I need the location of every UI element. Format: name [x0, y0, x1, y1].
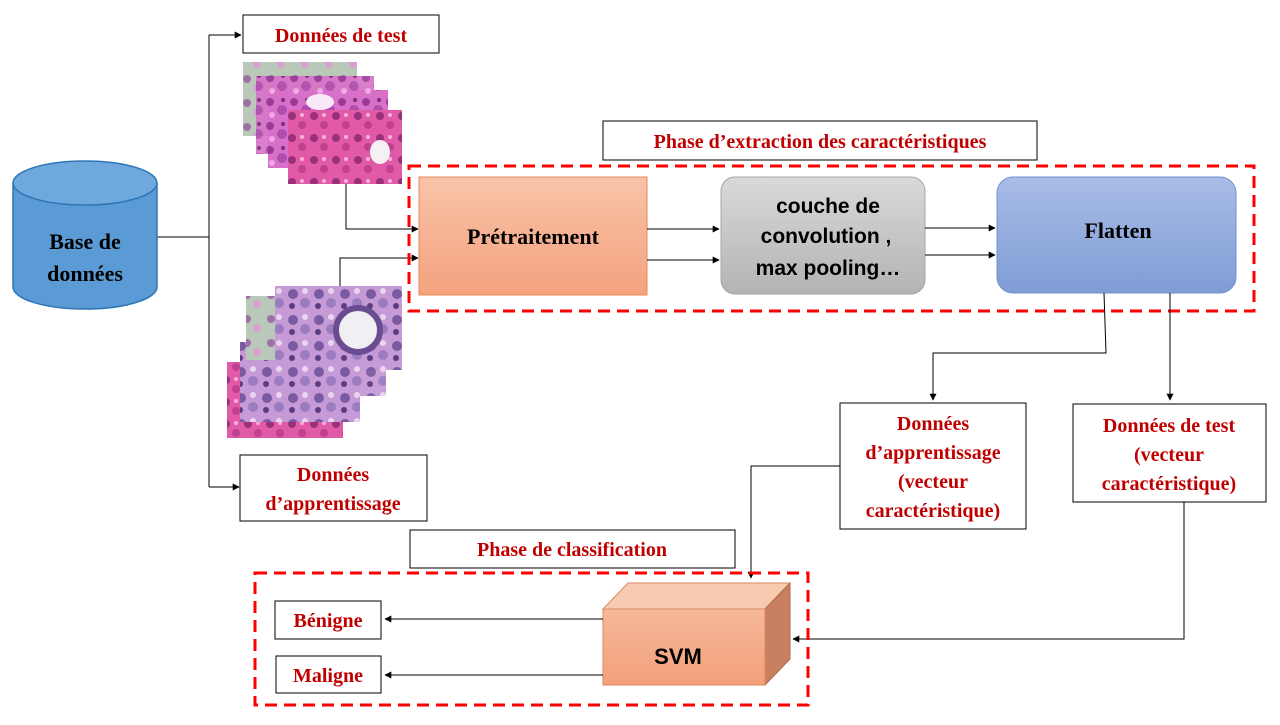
flatten-label: Flatten: [1084, 218, 1151, 243]
preprocessing-label: Prétraitement: [467, 224, 600, 249]
conv-block: [720, 176, 926, 295]
db-connectors: [157, 31, 242, 491]
histology-image-stack-test: [243, 62, 402, 184]
database-cylinder-icon: [12, 160, 158, 310]
malignant-box: [275, 655, 382, 694]
database-label-line2: données: [47, 261, 123, 286]
pipeline-arrows: [647, 224, 996, 264]
conv-label-line3: max pooling…: [756, 257, 901, 280]
stack-connectors: [339, 184, 419, 286]
classification-phase-label: Phase de classification: [477, 539, 667, 561]
train-data-box: [239, 454, 428, 522]
extraction-phase-box: [602, 120, 1038, 161]
flatten-output-connectors: [929, 292, 1174, 401]
svm-block: [601, 581, 792, 687]
malignant-label: Maligne: [293, 665, 363, 687]
extraction-phase-label: Phase d’extraction des caractéristiques: [654, 131, 987, 153]
svm-output-arrows: [384, 615, 603, 679]
database-label-line1: Base de: [49, 229, 121, 254]
train-vector-box: [839, 402, 1027, 530]
train-vector-line3: (vecteur: [898, 471, 968, 493]
classification-phase-border: [253, 571, 810, 707]
test-vector-line2: (vecteur: [1134, 444, 1204, 466]
test-data-label: Données de test: [275, 25, 408, 47]
train-data-line1: Données: [297, 464, 369, 486]
extraction-phase-border: [407, 164, 1256, 313]
test-data-box: [242, 14, 440, 54]
flatten-block: [996, 176, 1237, 294]
svm-input-connectors: [747, 465, 1185, 643]
conv-label-line2: convolution ,: [761, 225, 892, 248]
train-vector-line2: d’apprentissage: [865, 442, 1000, 464]
test-vector-box: [1072, 403, 1267, 503]
classification-phase-box: [409, 529, 736, 569]
test-vector-line1: Données de test: [1103, 415, 1236, 437]
conv-label-line1: couche de: [776, 195, 880, 218]
preprocessing-block: [418, 176, 648, 296]
train-vector-line1: Données: [897, 413, 969, 435]
benign-label: Bénigne: [294, 610, 363, 632]
svm-label: SVM: [654, 644, 702, 669]
test-vector-line3: caractéristique): [1102, 473, 1236, 495]
train-vector-line4: caractéristique): [866, 500, 1000, 522]
train-data-line2: d’apprentissage: [265, 493, 400, 515]
benign-box: [274, 600, 382, 640]
histology-image-stack-train: [227, 286, 402, 438]
